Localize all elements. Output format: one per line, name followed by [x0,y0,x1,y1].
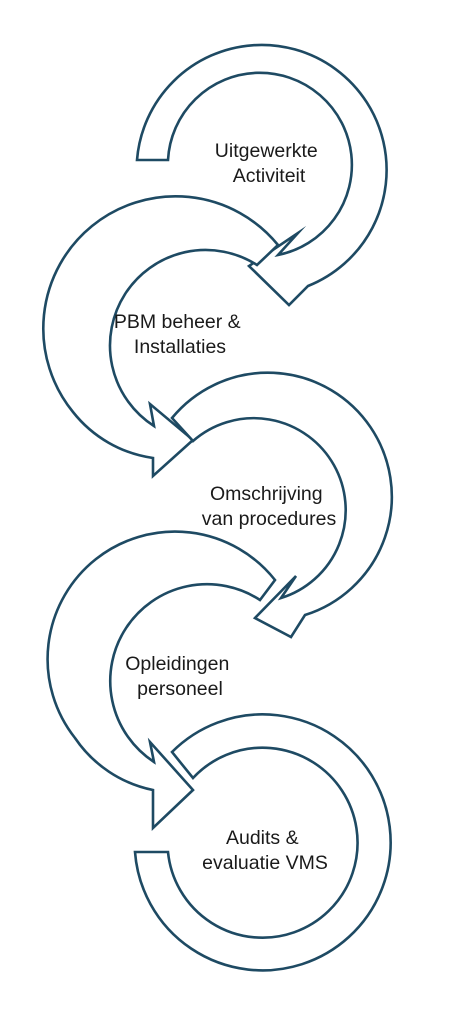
step-4-arrow [46,530,277,832]
step-1-label: Uitgewerkte Activiteit [215,140,323,187]
step-3-arrow [170,371,394,639]
step-1-label-line2: Activiteit [233,165,306,187]
step-2-arrow [42,195,280,479]
step-1-label-line1: Uitgewerkte [215,140,318,162]
step-4-label-line2: personeel [137,678,223,700]
step-4-arrow-shape [46,530,277,832]
step-3-arrow-shape [170,371,394,639]
step-5-label-line1: Audits & [226,827,299,849]
step-3-label-line2: van procedures [202,508,337,530]
step-2-label: PBM beheer & Installaties [114,311,246,358]
step-5-arrow-shape [133,713,392,972]
step-2-arrow-shape [42,195,280,479]
step-4-label: Opleidingen personeel [125,653,235,700]
step-1-arrow [135,43,388,307]
step-5-label: Audits & evaluatie VMS [202,827,328,874]
step-2-label-line2: Installaties [134,336,226,358]
step-3-label-line1: Omschrijving [210,483,323,505]
step-1-arrow-shape [135,43,388,307]
step-4-label-line1: Opleidingen [125,653,229,675]
step-3-label: Omschrijving van procedures [202,483,337,530]
step-5-label-line2: evaluatie VMS [202,852,328,874]
step-2-label-line1: PBM beheer & [114,311,241,333]
step-5-arrow [133,713,392,972]
